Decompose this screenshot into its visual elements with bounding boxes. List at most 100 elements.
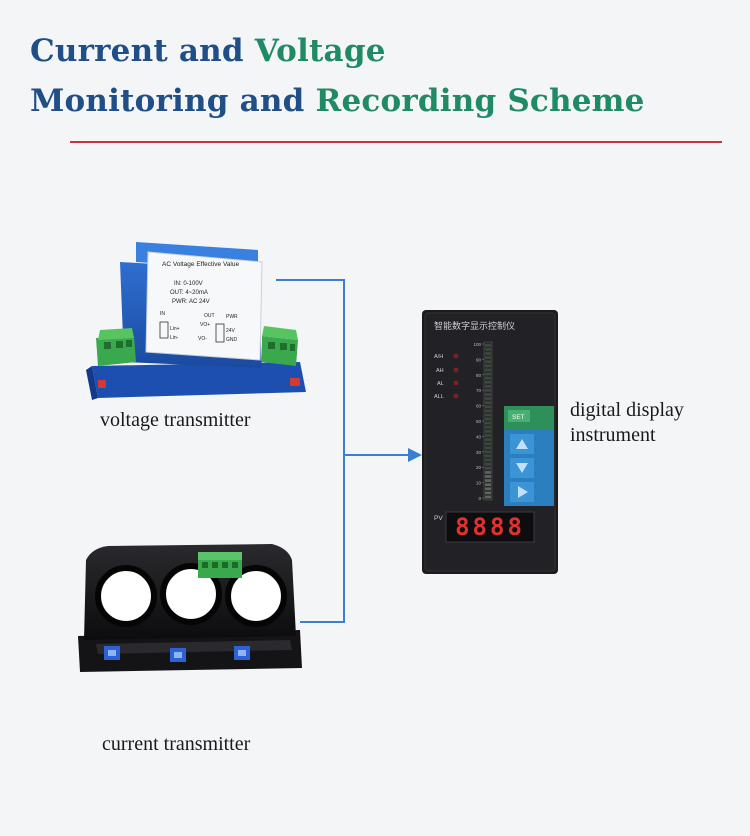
ct-terminal-block [198,552,242,578]
bar-segment [485,344,491,347]
instrument-header: 智能数字显示控制仪 [434,320,515,331]
bar-segment [485,462,491,466]
bar-segment [485,430,491,433]
scale-label: 90 [476,357,482,362]
title-line-1: Current and Voltage [30,36,386,67]
bar-segment [485,356,491,359]
ct-hole-3 [225,565,287,627]
scale-label: 0 [478,496,481,501]
scale-label: 80 [476,373,482,378]
voltage-transmitter-label: voltage transmitter [100,409,251,431]
title-line-2-part-1: Monitoring and [30,83,316,119]
current-transmitter-label: current transmitter [102,733,251,755]
led-label-all: ALL [434,394,444,400]
bar-segment [485,438,491,441]
vt-left-terminal-block [96,328,136,366]
vt-plate-spec-in: IN: 0-100V [174,281,203,287]
scale-label: 60 [476,404,482,409]
bar-segment [485,475,491,478]
bar-segment [485,417,491,421]
signal-arrow-head [408,448,422,462]
instrument-bar-segments [485,344,491,499]
scale-label: 100 [473,342,481,347]
bar-segment [485,467,491,470]
bar-segment [485,454,491,458]
vt-plate-lin-minus: Lin- [170,335,179,341]
bar-segment [485,372,491,376]
instrument-down-button[interactable] [510,458,534,478]
bar-segment [485,491,491,495]
scale-label: 50 [476,419,482,424]
vt-plate-spec-out: OUT: 4~20mA [170,290,208,296]
led-label-ah-h: A/H [434,354,443,360]
title-line-2-part-2: Recording Scheme [315,83,645,119]
scale-label: 20 [476,465,482,470]
vt-right-terminal-block [262,326,298,366]
signal-connector-lines [276,279,408,623]
led-label-ah: AH [436,368,444,374]
bar-segment [485,495,491,499]
instrument-alarm-leds: A/H AH AL ALL [434,353,459,400]
bar-segment [485,409,491,413]
vt-plate-spec-pwr: PWR: AC 24V [172,299,210,305]
bar-segment [485,348,491,351]
vt-plate-lin-plus: Lin+ [170,326,180,332]
up-arrow-icon [516,439,528,449]
vt-plate-heading: AC Voltage Effective Value [162,261,239,268]
ct-mount-clips [104,646,250,662]
down-arrow-icon [516,463,528,473]
bar-segment [485,380,491,384]
title-divider [70,141,722,143]
bar-segment [485,413,491,417]
vt-plate-vo-plus: VO+ [200,322,210,328]
bar-segment [485,483,491,486]
instrument-pv-display [445,511,535,543]
led-label-al: AL [437,381,444,387]
bar-segment [485,397,491,400]
vt-plate-in-label: IN [160,311,165,317]
scale-label: 40 [476,434,482,439]
title-line-2: Monitoring and Recording Scheme [30,86,645,117]
scale-label: 70 [476,388,482,393]
bar-segment [485,376,491,380]
scale-label: 10 [476,481,482,486]
bar-segment [485,368,491,372]
bar-segment [485,442,491,445]
bar-segment [485,426,491,429]
digital-display-instrument-device: 智能数字显示控制仪 A/H AH AL ALL 1009080706050403… [422,310,558,574]
instrument-pv-readout: 8888 [455,513,525,541]
bar-segment [485,446,491,450]
vt-plate-vo-minus: VO- [198,336,207,342]
instrument-shift-button[interactable] [510,482,534,502]
ct-hole-1 [95,565,157,627]
digital-display-instrument-label: digital display instrument [570,399,684,446]
instrument-up-button[interactable] [510,434,534,454]
instrument-pv-label: PV [434,515,443,522]
bar-segment [485,393,491,396]
title-line-1-part-1: Current and [30,33,255,69]
ct-hole-2 [160,563,222,625]
bar-segment [485,450,491,454]
bar-segment [485,458,491,462]
vt-plate-pwr-label: PWR [226,314,238,320]
bar-segment [485,360,491,363]
vt-plate-out-label: OUT [204,313,215,319]
voltage-transmitter-device: AC Voltage Effective Value IN: 0-100V OU… [86,242,306,400]
bar-segment [485,434,491,437]
title-line-1-part-2: Voltage [254,33,386,69]
instrument-set-label: SET [512,414,525,421]
bar-segment [485,421,491,425]
bar-segment [485,352,491,355]
bar-segment [485,405,491,409]
current-transmitter-device [78,544,302,672]
bar-segment [485,385,491,388]
bar-segment [485,479,491,482]
bar-segment [485,401,491,404]
scale-label: 30 [476,450,482,455]
bar-segment [485,487,491,491]
shift-arrow-icon [518,486,528,498]
vt-plate-24v: 24V [226,328,236,334]
vt-plate-gnd: GND [226,337,238,343]
bar-segment [485,389,491,392]
